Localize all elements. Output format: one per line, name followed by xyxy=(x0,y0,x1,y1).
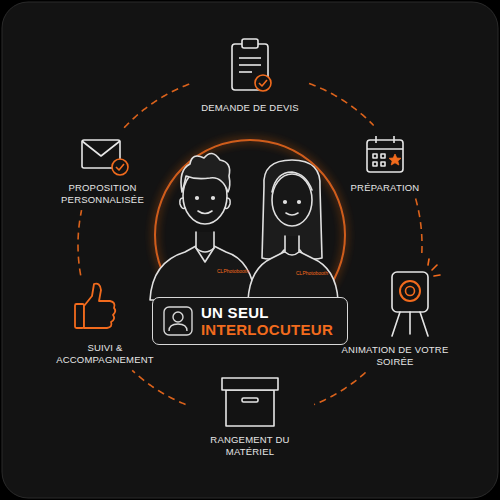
step-item: RANGEMENT DU MATÉRIEL xyxy=(190,372,310,458)
step-label: PRÉPARATION xyxy=(340,182,430,194)
step-label: DEMANDE DE DEVIS xyxy=(195,102,305,114)
step-label: SUIVI & ACCOMPAGNEMENT xyxy=(40,342,170,366)
step-item: PRÉPARATION xyxy=(340,130,430,194)
storage-box-icon xyxy=(222,378,278,426)
clipboard-icon xyxy=(232,39,271,91)
person-icon xyxy=(163,306,193,336)
thumbs-up-icon xyxy=(75,284,115,328)
dashed-arc xyxy=(416,199,422,254)
dashed-arc xyxy=(78,210,82,275)
woman-figure xyxy=(248,160,338,300)
icon-space xyxy=(40,280,170,342)
icon-space xyxy=(340,130,430,182)
icon-space xyxy=(40,132,165,182)
shirt-logo: CLPhotobooth xyxy=(217,268,249,274)
icon-space xyxy=(190,372,310,434)
contact-box: UN SEULINTERLOCUTEUR xyxy=(152,297,348,346)
dashed-arc xyxy=(314,372,365,404)
icon-space xyxy=(195,36,305,102)
calendar-icon xyxy=(367,136,403,172)
step-label: PROPOSITION PERSONNALISÉE xyxy=(40,182,165,206)
step-label: ANIMATION DE VOTRE SOIRÉE xyxy=(335,344,455,368)
step-item: SUIVI & ACCOMPAGNEMENT xyxy=(40,280,170,366)
step-item: ANIMATION DE VOTRE SOIRÉE xyxy=(335,258,455,368)
envelope-icon xyxy=(82,140,128,175)
step-item: DEMANDE DE DEVIS xyxy=(195,36,305,114)
man-figure xyxy=(150,153,256,300)
icon-space xyxy=(335,258,455,344)
dashed-arc xyxy=(309,83,374,125)
dashed-arc xyxy=(132,370,185,404)
contact-title: INTERLOCUTEUR xyxy=(201,321,333,338)
photobooth-icon xyxy=(392,259,440,336)
dashed-arc xyxy=(124,84,190,128)
shirt-logo: CLPhotobooth xyxy=(296,270,328,276)
step-item: PROPOSITION PERSONNALISÉE xyxy=(40,132,165,206)
contact-title: UN SEUL xyxy=(201,304,333,321)
step-label: RANGEMENT DU MATÉRIEL xyxy=(190,434,310,458)
